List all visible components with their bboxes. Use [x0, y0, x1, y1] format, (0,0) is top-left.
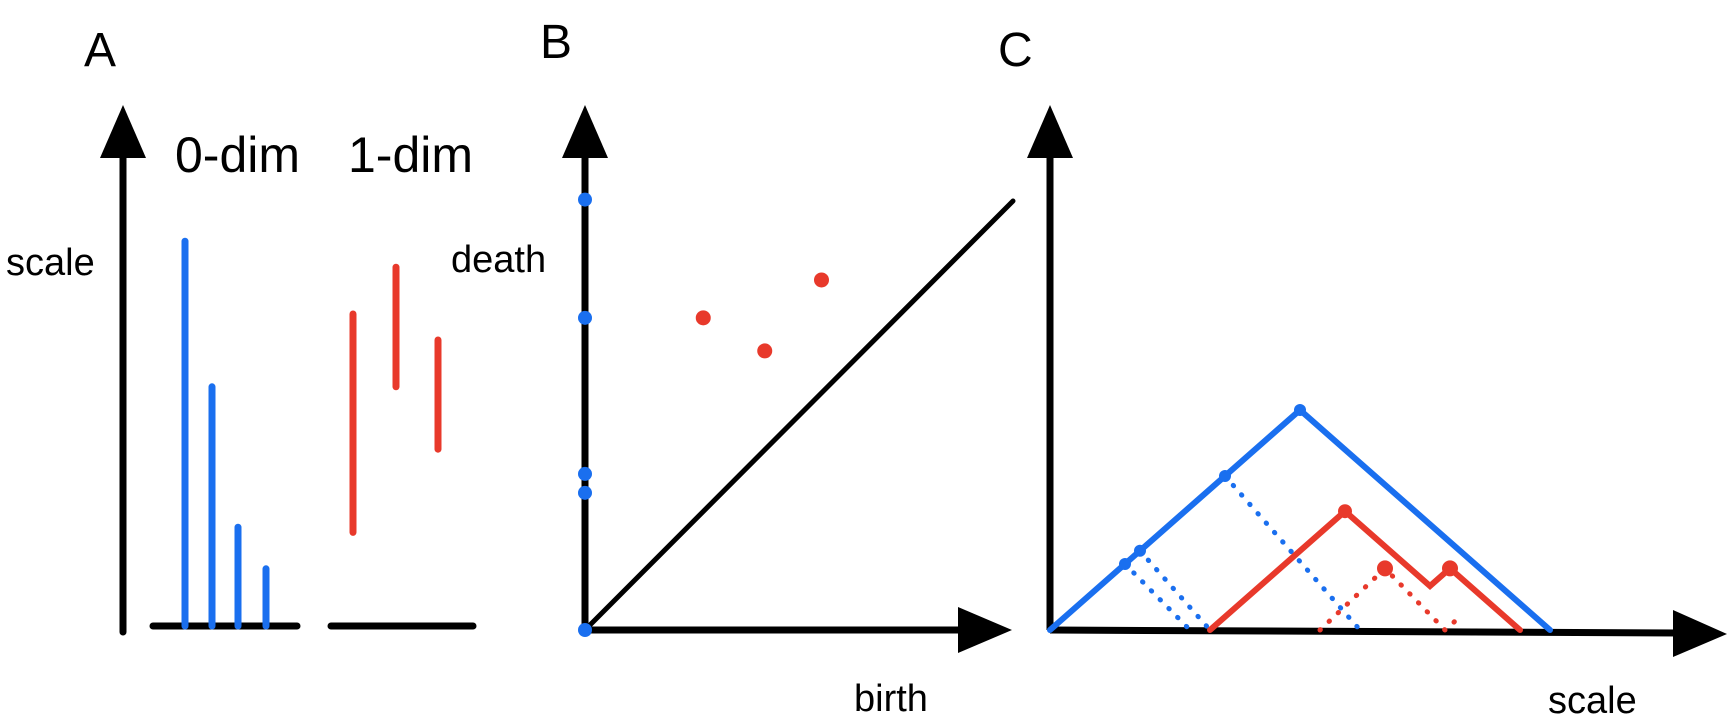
panel-b-xlabel: birth	[854, 678, 928, 720]
barcode-0dim	[181, 237, 270, 630]
panel-b-letter: B	[540, 16, 572, 69]
point-1dim-1	[757, 343, 773, 359]
landscape-peak-1dim-2	[1442, 560, 1458, 577]
panel-c-letter: C	[998, 24, 1033, 77]
panel-a-ylabel: scale	[6, 242, 95, 284]
persistence-landscape	[1047, 404, 1553, 634]
landscape-peak-1dim-1	[1377, 560, 1393, 577]
landscape-1dim-solid	[1207, 507, 1523, 633]
landscape-0dim-dotted-0	[1222, 473, 1363, 633]
panel-a: A scale 0-dim 1-dim	[6, 24, 477, 636]
point-1dim-0	[695, 310, 711, 326]
panel-a-y-arrowhead	[100, 105, 146, 158]
point-0dim-1	[578, 485, 592, 500]
landscape-peak-1dim-0	[1338, 504, 1352, 519]
panel-c-x-axis	[1049, 626, 1681, 637]
landscape-peak-0dim-0	[1294, 404, 1306, 416]
panel-c-xlabel: scale	[1548, 680, 1637, 722]
landscape-1dim-dotted	[1317, 564, 1458, 634]
landscape-0dim-dotted-1	[1137, 548, 1213, 633]
diagram-points-1dim	[695, 272, 829, 359]
panel-c-x-arrowhead	[1673, 610, 1727, 657]
landscape-peak-0dim-1	[1219, 470, 1231, 482]
point-0dim-4	[578, 192, 592, 207]
landscape-peak-0dim-2	[1134, 544, 1146, 557]
panel-b-x-arrowhead	[958, 607, 1012, 653]
panel-c: C scale	[998, 24, 1727, 722]
panel-b-ylabel: death	[451, 239, 546, 281]
diagonal-line	[582, 198, 1016, 633]
panel-b: B death birth	[451, 16, 1016, 720]
point-0dim-0	[578, 623, 592, 637]
landscape-peak-0dim-3	[1119, 558, 1131, 570]
point-0dim-3	[578, 310, 592, 325]
panel-c-y-arrowhead	[1027, 105, 1073, 158]
barcode-1dim	[349, 263, 442, 536]
panel-b-y-arrowhead	[562, 105, 608, 158]
point-1dim-2	[814, 272, 829, 288]
group-label-0dim: 0-dim	[175, 127, 300, 183]
group-label-1dim: 1-dim	[348, 127, 473, 183]
point-0dim-2	[578, 466, 592, 481]
landscape-0dim-dotted-2	[1122, 561, 1193, 633]
landscape-0dim-solid	[1047, 406, 1553, 633]
panel-a-letter: A	[84, 24, 116, 77]
diagram-points-0dim	[578, 192, 592, 637]
